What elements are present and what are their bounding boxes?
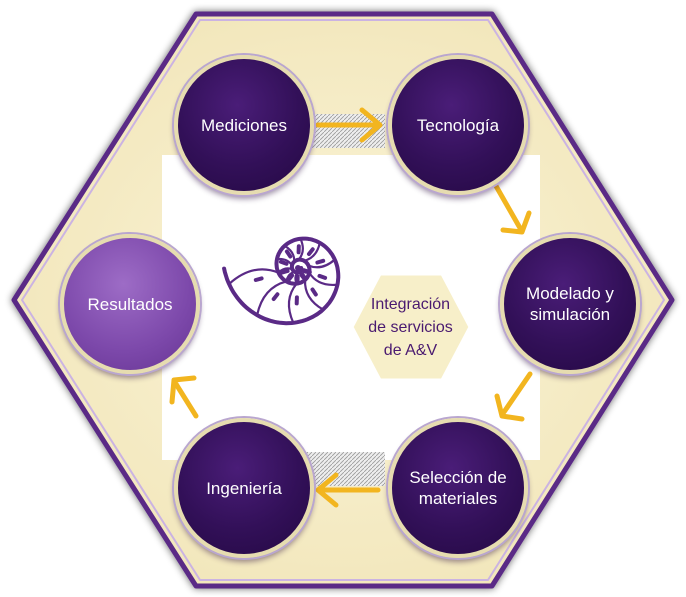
shell-notch: [253, 276, 264, 282]
arrow-modelado-to-seleccion-icon: [494, 371, 533, 422]
arrow-ingenieria-to-resultados-icon: [169, 375, 199, 419]
shell-notch: [302, 268, 312, 275]
arrow-tecnologia-to-modelado-icon: [493, 183, 532, 235]
node-mediciones[interactable]: Mediciones: [174, 55, 314, 195]
node-seleccion-materiales[interactable]: Selección de materiales: [388, 418, 528, 558]
shell-notch: [317, 273, 328, 280]
shell-notch: [307, 247, 315, 256]
shell-notch: [315, 258, 326, 265]
node-modelado-simulacion[interactable]: Modelado y simulación: [500, 234, 640, 374]
arrow-seleccion-to-ingenieria-icon: [315, 472, 381, 508]
node-tecnologia-label: Tecnología: [416, 115, 500, 135]
shell-chamber-wall: [275, 257, 294, 267]
shell-notch: [310, 287, 318, 297]
shell-chamber-wall: [277, 267, 294, 274]
shell-notch: [284, 249, 293, 259]
node-ingenieria[interactable]: Ingeniería: [174, 418, 314, 558]
inner-panel: [162, 155, 540, 460]
flow-arrows: [169, 107, 533, 508]
shell-notch: [279, 269, 290, 275]
shell-chamber-wall: [287, 282, 298, 324]
hexagon-inner-glow: [21, 19, 665, 581]
shell-chamber-wall: [283, 244, 296, 263]
arrow-mediciones-to-tecnologia-icon: [315, 107, 383, 143]
center-label: Integración de servicios de A&V: [368, 296, 453, 359]
shell-notch: [271, 292, 280, 301]
node-tecnologia[interactable]: Tecnología: [388, 55, 528, 195]
shell-notch: [286, 273, 295, 283]
shell-notch: [278, 259, 289, 266]
center-hexagon: [350, 272, 472, 382]
node-ingenieria-label: Ingeniería: [206, 478, 282, 498]
shell-notch: [300, 272, 308, 282]
shell-chamber-wall: [303, 241, 321, 262]
shell-chamber-wall: [303, 278, 325, 311]
shell-chamber-wall: [256, 280, 288, 317]
shell-chamber-wall: [228, 268, 280, 286]
node-mediciones-label: Mediciones: [201, 115, 287, 135]
nautilus-shell-icon: [222, 236, 341, 326]
node-resultados-label: Resultados: [87, 294, 173, 314]
node-modelado-simulacion-label: Modelado y simulación: [526, 284, 614, 324]
node-resultados[interactable]: Resultados: [60, 234, 200, 374]
node-seleccion-materiales-label: Selección de materiales: [409, 468, 507, 508]
shell-chamber-wall: [307, 258, 336, 269]
shell-chamber-wall: [308, 271, 339, 287]
shell-chamber-wall: [297, 237, 304, 261]
connector-strip-bottom: [305, 452, 385, 486]
